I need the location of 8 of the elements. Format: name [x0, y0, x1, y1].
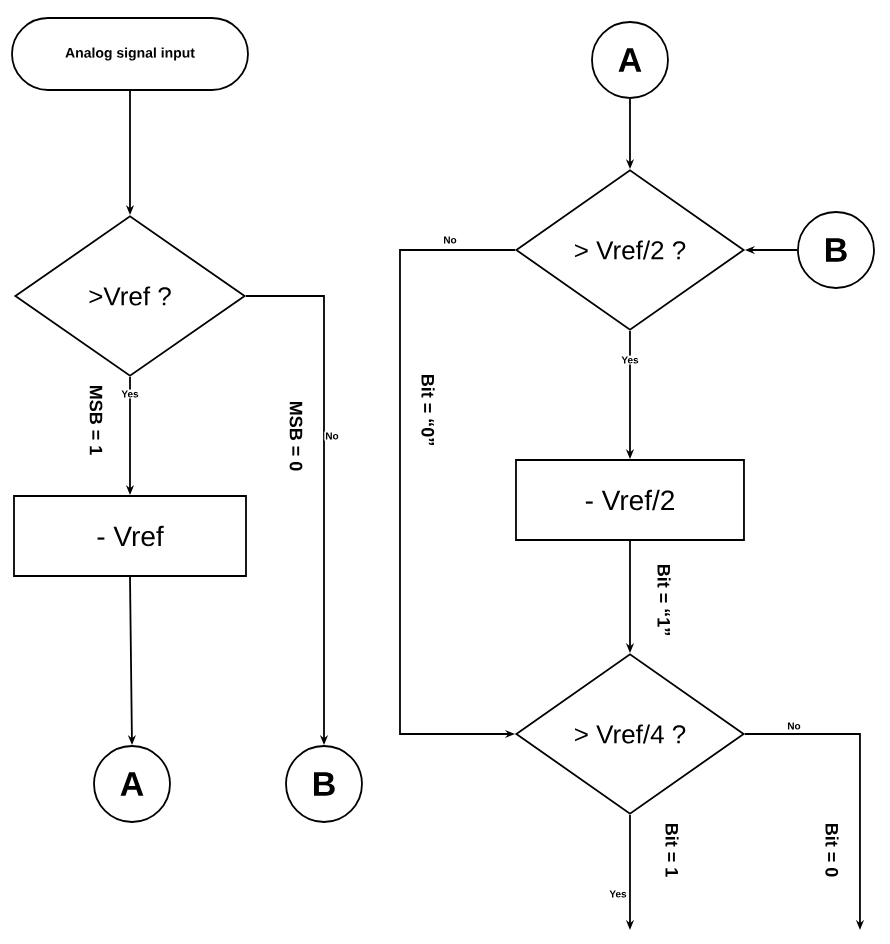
bit-label: Bit = “0” [420, 372, 436, 448]
bit-label: Bit = 0 [824, 821, 840, 879]
bit-label: Bit = 1 [664, 821, 680, 879]
process-box: - Vref [13, 495, 247, 577]
bit-label: MSB = 1 [88, 383, 104, 457]
bit-label: MSB = 0 [288, 399, 304, 473]
bit-label: Bit = “1” [656, 562, 672, 638]
process-box: - Vref/2 [515, 459, 745, 541]
